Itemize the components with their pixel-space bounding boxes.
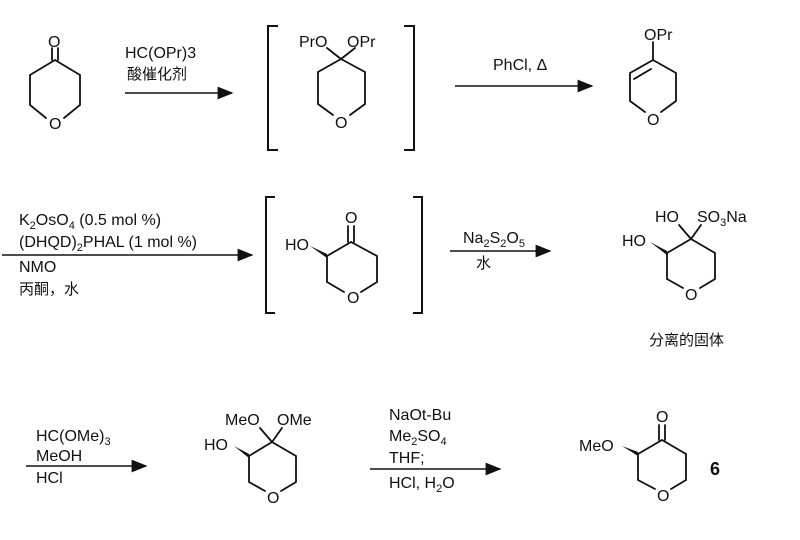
ring-oxygen-label: O: [647, 112, 659, 129]
step5-reagent-2: MeOH: [36, 448, 82, 465]
step3-reagent-4: 丙酮，水: [19, 280, 79, 298]
step2-arrow: PhCl, Δ: [455, 57, 594, 93]
product1-structure: OPr O: [629, 27, 677, 129]
step3-arrow: K2OsO4 (0.5 mol %) (DHQD)2PHAL (1 mol %)…: [2, 212, 254, 298]
methoxy-label-left: MeO: [225, 412, 260, 429]
step1-reagent-1: HC(OPr)3: [125, 45, 196, 62]
sulfonate-label: SO3Na: [697, 209, 747, 229]
ring-oxygen-label: O: [657, 488, 669, 505]
step1-reagent-2: 酸催化剂: [127, 65, 187, 83]
step6-reagent-2: Me2SO4: [389, 428, 447, 448]
ring-oxygen-label: O: [685, 287, 697, 304]
step5-reagent-1: HC(OMe)3: [36, 428, 111, 448]
step5-reagent-3: HCl: [36, 470, 63, 487]
ring-oxygen-label: O: [335, 115, 347, 132]
ring-oxygen-label: O: [267, 490, 279, 507]
ring-oxygen-label: O: [347, 290, 359, 307]
step6-reagent-3: THF;: [389, 450, 425, 467]
product2-structure: HO SO3Na HO O: [622, 209, 747, 304]
hydroxyl-label-top: HO: [655, 209, 679, 226]
step6-reagent-4: HCl, H2O: [389, 475, 455, 495]
carbonyl-oxygen-label: O: [48, 34, 60, 51]
isolated-solid-note: 分离的固体: [649, 331, 724, 349]
pro-label-left: PrO: [299, 34, 327, 51]
opr-label: OPr: [644, 27, 673, 44]
step4-arrow: Na2S2O5 水: [450, 230, 552, 272]
methoxy-label: MeO: [579, 438, 614, 455]
step3-reagent-2: (DHQD)2PHAL (1 mol %): [19, 234, 197, 254]
hydroxyl-label-left: HO: [622, 233, 646, 250]
step3-reagent-3: NMO: [19, 259, 56, 276]
opr-label-right: OPr: [347, 34, 376, 51]
ring-oxygen-label: O: [49, 116, 61, 133]
carbonyl-oxygen-label: O: [656, 409, 668, 426]
carbonyl-oxygen-label: O: [345, 210, 357, 227]
compound-number: 6: [710, 459, 720, 479]
step1-arrow: HC(OPr)3 酸催化剂: [125, 45, 234, 100]
step2-reagent: PhCl, Δ: [493, 57, 548, 74]
start-material-structure: O O: [29, 34, 81, 133]
step3-reagent-1: K2OsO4 (0.5 mol %): [19, 212, 161, 232]
step6-reagent-1: NaOt-Bu: [389, 407, 451, 424]
hydroxyl-label: HO: [204, 437, 228, 454]
step4-reagent-1: Na2S2O5: [463, 230, 525, 250]
final-product-structure: MeO O O: [579, 409, 687, 505]
step5-arrow: HC(OMe)3 MeOH HCl: [26, 428, 148, 487]
methoxy-label-right: OMe: [277, 412, 312, 429]
product3-structure: MeO OMe HO O: [204, 412, 312, 507]
intermediate1-structure: PrO OPr O: [267, 25, 415, 151]
intermediate2-structure: HO O O: [265, 196, 423, 314]
step4-reagent-2: 水: [476, 254, 491, 272]
hydroxyl-label: HO: [285, 237, 309, 254]
step6-arrow: NaOt-Bu Me2SO4 THF; HCl, H2O: [370, 407, 502, 495]
